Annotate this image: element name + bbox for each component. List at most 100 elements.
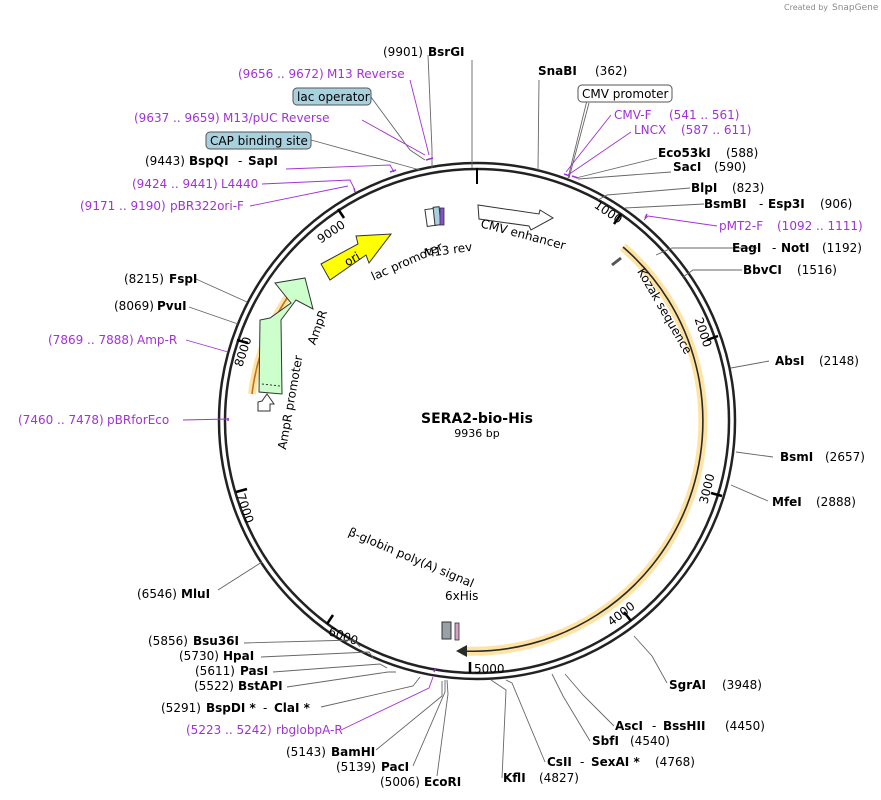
eagi-name: EagI bbox=[732, 241, 761, 255]
saci-pos: (590) bbox=[714, 160, 746, 174]
backbone-outer bbox=[217, 161, 737, 681]
clai-name: ClaI * bbox=[274, 701, 311, 715]
bspqi-pos: (9443) bbox=[145, 154, 185, 168]
bbvci-pos: (1516) bbox=[797, 263, 837, 277]
plasmid-name: SERA2-bio-His bbox=[421, 411, 533, 427]
pvui-name: PvuI bbox=[157, 299, 187, 313]
bglobin-label: β-globin poly(A) signal bbox=[346, 525, 476, 591]
tick-1000: 1000 bbox=[592, 198, 625, 227]
bamhi-pos: (5143) bbox=[286, 745, 326, 759]
plasmid-size: 9936 bp bbox=[454, 427, 499, 440]
bspdi-sep: - bbox=[263, 701, 267, 715]
orf-arrow-head bbox=[456, 645, 467, 657]
cap-site-box bbox=[205, 131, 312, 150]
bglobin-mark bbox=[441, 621, 452, 640]
sbfi-name: SbfI bbox=[592, 734, 619, 748]
ampr-label: AmpR bbox=[305, 308, 330, 346]
pmt2-name: pMT2-F bbox=[719, 219, 763, 233]
m13-puc-name: M13/pUC Reverse bbox=[223, 111, 330, 125]
amp-r-name: Amp-R bbox=[137, 333, 177, 347]
m13-puc-range: (9637 .. 9659) bbox=[134, 111, 220, 125]
sexai-name: SexAI * bbox=[591, 755, 640, 769]
asci-sep: - bbox=[652, 719, 656, 733]
bspqi-name: BspQI bbox=[189, 154, 229, 168]
snabi-name: SnaBI bbox=[538, 64, 577, 78]
l4440-name: L4440 bbox=[221, 177, 258, 191]
eagi-pos: (1192) bbox=[822, 241, 862, 255]
tick-6000: 6000 bbox=[327, 624, 360, 648]
pasi-name: PasI bbox=[240, 664, 268, 678]
pasi-pos: (5611) bbox=[195, 664, 235, 678]
csii-pos: (4768) bbox=[655, 755, 695, 769]
hpai-name: HpaI bbox=[223, 649, 254, 663]
enzyme-leader-lines bbox=[188, 54, 774, 779]
paci-name: PacI bbox=[381, 760, 409, 774]
tick-marks bbox=[235, 208, 723, 673]
kfli-name: KflI bbox=[503, 771, 526, 785]
fspi-pos: (8215) bbox=[124, 272, 164, 286]
ori-arrow bbox=[320, 233, 393, 281]
tick-9000: 9000 bbox=[315, 218, 348, 247]
absi-name: AbsI bbox=[775, 354, 804, 368]
mlui-pos: (6546) bbox=[137, 587, 177, 601]
pvui-pos: (8069) bbox=[114, 299, 154, 313]
kfli-pos: (4827) bbox=[539, 771, 579, 785]
m13-reverse-name: M13 Reverse bbox=[327, 67, 405, 81]
sgrai-name: SgrAI bbox=[669, 678, 706, 692]
mlui-name: MluI bbox=[181, 587, 210, 601]
asci-name: AscI bbox=[615, 719, 643, 733]
cap-site-label: CAP binding site bbox=[210, 134, 308, 148]
mfei-name: MfeI bbox=[772, 495, 802, 509]
cmv-enhancer-arrow bbox=[477, 204, 554, 231]
eco53ki-name: Eco53kI bbox=[658, 146, 711, 160]
m13-rev-mark bbox=[439, 207, 445, 226]
saci-name: SacI bbox=[673, 160, 701, 174]
ori-label: ori bbox=[342, 249, 363, 269]
kozak-mark bbox=[611, 256, 622, 267]
eco53ki-pos: (588) bbox=[726, 146, 758, 160]
bstapi-pos: (5522) bbox=[194, 679, 234, 693]
csii-name: CsII bbox=[547, 755, 572, 769]
blpi-pos: (823) bbox=[732, 181, 764, 195]
cmv-f-name: CMV-F bbox=[614, 108, 652, 122]
bsu36i-pos: (5856) bbox=[148, 634, 188, 648]
eagi-sep: - bbox=[772, 241, 776, 255]
pbrforeco-range: (7460 .. 7478) bbox=[18, 413, 104, 427]
ecori-pos: (5006) bbox=[380, 775, 420, 789]
tick-8000: 8000 bbox=[232, 335, 255, 368]
bsmi-pos: (2657) bbox=[825, 450, 865, 464]
bsrgi-pos: (9901) bbox=[383, 45, 423, 59]
ampr-promoter-dots bbox=[261, 383, 281, 387]
bsmbi-pos: (906) bbox=[820, 197, 852, 211]
csii-sep: - bbox=[580, 755, 584, 769]
lac-operator-box bbox=[292, 87, 372, 106]
pmt2-range: (1092 .. 1111) bbox=[777, 219, 863, 233]
snapgene-brand: SnapGene bbox=[832, 3, 879, 13]
primer-marks bbox=[227, 157, 648, 673]
orf-arc bbox=[461, 246, 704, 653]
his-label: 6xHis bbox=[445, 589, 478, 603]
amp-r-range: (7869 .. 7888) bbox=[48, 333, 134, 347]
bamhi-name: BamHI bbox=[331, 745, 375, 759]
pbr322ori-range: (9171 .. 9190) bbox=[80, 199, 166, 213]
bsu36i-name: Bsu36I bbox=[193, 634, 239, 648]
bsshii-name: BssHII bbox=[663, 719, 705, 733]
fspi-name: FspI bbox=[169, 272, 197, 286]
hpai-pos: (5730) bbox=[179, 649, 219, 663]
lncx-range: (587 .. 611) bbox=[681, 123, 751, 137]
m13-reverse-range: (9656 .. 9672) bbox=[238, 67, 324, 81]
bspdi-name: BspDI * bbox=[206, 701, 256, 715]
noti-name: NotI bbox=[781, 241, 810, 255]
primer-leader-lines bbox=[182, 79, 718, 731]
m13-rev-label: M13 rev bbox=[423, 240, 473, 261]
bbvci-name: BbvCI bbox=[743, 263, 782, 277]
esp3i-name: Esp3I bbox=[768, 197, 805, 211]
cmv-f-range: (541 .. 561) bbox=[669, 108, 739, 122]
rbglobpa-name: rbglobpA-R bbox=[276, 723, 343, 737]
l4440-range: (9424 .. 9441) bbox=[132, 177, 218, 191]
sapi-name: SapI bbox=[248, 154, 278, 168]
lac-operator-label: lac operator bbox=[297, 90, 370, 104]
absi-pos: (2148) bbox=[819, 354, 859, 368]
ampr-arrow bbox=[258, 277, 314, 395]
